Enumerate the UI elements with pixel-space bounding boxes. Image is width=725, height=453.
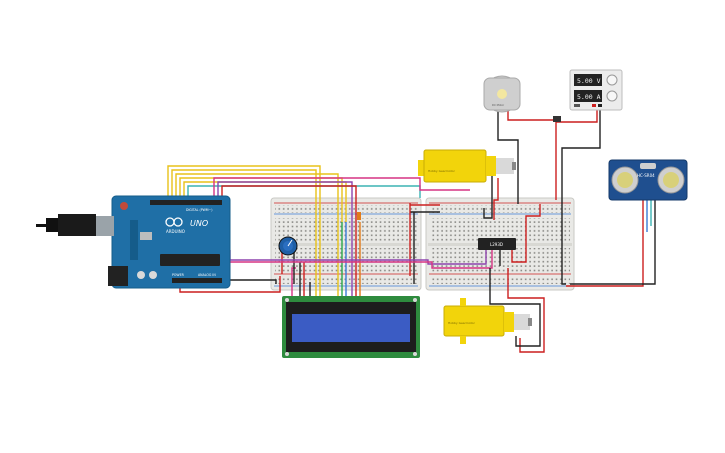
wire-pink-top: [213, 177, 470, 198]
gearmotor-top[interactable]: Hobby Gearmotor: [418, 149, 516, 183]
driver-label: L293D: [490, 242, 503, 247]
l293d-driver[interactable]: L293D: [478, 238, 516, 250]
arduino-model-label: UNO: [190, 219, 208, 228]
wire-motor-bottom-black: [489, 268, 541, 347]
current-knob[interactable]: [606, 90, 618, 102]
wire-dcmotor-red: [507, 108, 556, 121]
wire-supply-black: [561, 110, 601, 285]
ultrasonic-sensor[interactable]: HC-SR04: [608, 159, 688, 201]
wire-yellow-2: [171, 169, 317, 222]
voltage-knob[interactable]: [606, 74, 618, 86]
dc-motor-label: DC Motor: [492, 103, 505, 107]
wire-yellow-3: [175, 173, 339, 222]
arduino-uno[interactable]: ARDUINO UNO DIGITAL (PWM~) POWER ANALOG …: [96, 195, 231, 289]
wire-purple-top: [217, 181, 353, 222]
arduino-brand-label: ARDUINO: [166, 229, 185, 234]
resistor: [357, 212, 361, 220]
sensor-label: HC-SR04: [637, 173, 655, 178]
wire-sensor-red: [566, 198, 644, 287]
breadboard-right[interactable]: [425, 197, 575, 291]
wires: [167, 104, 656, 353]
arduino-logo-icon: [165, 217, 183, 227]
motor-top-label: Hobby Gearmotor: [428, 169, 456, 173]
motor-bottom-label: Hobby Gearmotor: [448, 321, 476, 325]
gearmotor-bottom[interactable]: Hobby Gearmotor: [443, 298, 532, 344]
potentiometer[interactable]: [278, 236, 298, 256]
wire-motor-bottom-red: [507, 268, 545, 353]
wire-supply-red: [555, 104, 598, 200]
wire-driver-red: [511, 204, 541, 263]
arduino-analog-label: ANALOG IN: [198, 273, 216, 277]
switch[interactable]: [553, 116, 561, 122]
wire-yellow-1: [167, 165, 321, 222]
supply-voltage: 5.00 V: [577, 77, 601, 85]
wire-motor-top-black: [483, 176, 493, 219]
wire-sensor-black: [570, 198, 656, 285]
wire-motor-top-red: [493, 178, 499, 220]
supply-current: 5.00 A: [577, 93, 601, 101]
lcd-16x2[interactable]: [282, 296, 420, 358]
dc-motor[interactable]: DC Motor: [483, 75, 521, 113]
wire-red-top: [221, 185, 357, 222]
wire-dcmotor-black: [497, 110, 519, 204]
arduino-power-label: POWER: [172, 273, 185, 277]
power-supply[interactable]: 5.00 V 5.00 A: [569, 69, 623, 111]
arduino-digital-label: DIGITAL (PWM~): [186, 208, 212, 212]
